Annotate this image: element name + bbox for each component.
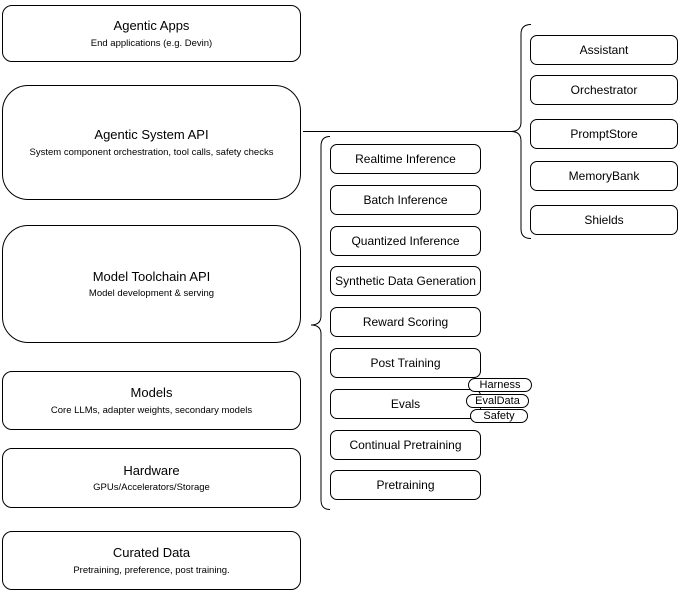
component-promptstore: PromptStore: [530, 119, 678, 149]
component-memorybank: MemoryBank: [530, 161, 678, 191]
node-model-toolchain-api: Model Toolchain API Model development & …: [2, 225, 301, 343]
component-label: PromptStore: [570, 127, 638, 141]
toolchain-item-batch-inference: Batch Inference: [330, 185, 481, 215]
toolchain-item-label: Continual Pretraining: [349, 438, 462, 452]
node-subtitle: GPUs/Accelerators/Storage: [93, 482, 210, 494]
toolchain-item-realtime-inference: Realtime Inference: [330, 144, 481, 174]
node-title: Hardware: [123, 462, 180, 478]
node-hardware: Hardware GPUs/Accelerators/Storage: [2, 448, 301, 508]
toolchain-item-label: Batch Inference: [363, 193, 448, 207]
toolchain-item-label: Synthetic Data Generation: [335, 274, 476, 288]
toolchain-item-label: Realtime Inference: [355, 152, 456, 166]
node-agentic-apps: Agentic Apps End applications (e.g. Devi…: [2, 5, 301, 62]
tag-label: Harness: [479, 379, 521, 391]
toolchain-item-continual-pretraining: Continual Pretraining: [330, 430, 481, 460]
toolchain-item-synthetic-data-generation: Synthetic Data Generation: [330, 266, 481, 296]
component-orchestrator: Orchestrator: [530, 75, 678, 105]
node-subtitle: Core LLMs, adapter weights, secondary mo…: [50, 404, 253, 416]
toolchain-item-label: Reward Scoring: [362, 315, 449, 329]
component-shields: Shields: [530, 205, 678, 235]
node-subtitle: End applications (e.g. Devin): [90, 37, 213, 49]
component-label: MemoryBank: [568, 169, 640, 183]
tag-safety: Safety: [470, 409, 528, 423]
toolchain-brace: [310, 136, 331, 510]
node-curated-data: Curated Data Pretraining, preference, po…: [2, 531, 301, 590]
node-subtitle: Model development & serving: [88, 288, 215, 300]
component-label: Orchestrator: [570, 83, 638, 97]
node-title: Models: [130, 385, 173, 400]
toolchain-item-label: Pretraining: [376, 478, 435, 492]
node-subtitle: Pretraining, preference, post training.: [73, 564, 230, 576]
node-subtitle: System component orchestration, tool cal…: [29, 146, 274, 158]
tag-evaldata: EvalData: [466, 394, 529, 408]
toolchain-item-evals: Evals: [330, 389, 481, 419]
component-label: Assistant: [579, 43, 629, 57]
toolchain-item-label: Post Training: [370, 356, 441, 370]
toolchain-item-post-training: Post Training: [330, 348, 481, 378]
toolchain-item-quantized-inference: Quantized Inference: [330, 226, 481, 256]
toolchain-item-label: Quantized Inference: [351, 234, 460, 248]
node-title: Agentic Apps: [113, 18, 190, 33]
component-label: Shields: [584, 213, 624, 227]
tag-label: EvalData: [475, 395, 520, 407]
tag-label: Safety: [483, 410, 515, 422]
node-title: Agentic System API: [94, 127, 209, 142]
toolchain-item-pretraining: Pretraining: [330, 470, 481, 500]
toolchain-item-reward-scoring: Reward Scoring: [330, 307, 481, 337]
node-title: Curated Data: [112, 545, 191, 560]
node-agentic-system-api: Agentic System API System component orch…: [2, 85, 301, 200]
toolchain-item-label: Evals: [390, 397, 421, 411]
node-title: Model Toolchain API: [92, 268, 211, 284]
components-brace: [510, 24, 532, 239]
component-assistant: Assistant: [530, 35, 678, 65]
node-models: Models Core LLMs, adapter weights, secon…: [2, 371, 301, 430]
tag-harness: Harness: [468, 378, 532, 392]
